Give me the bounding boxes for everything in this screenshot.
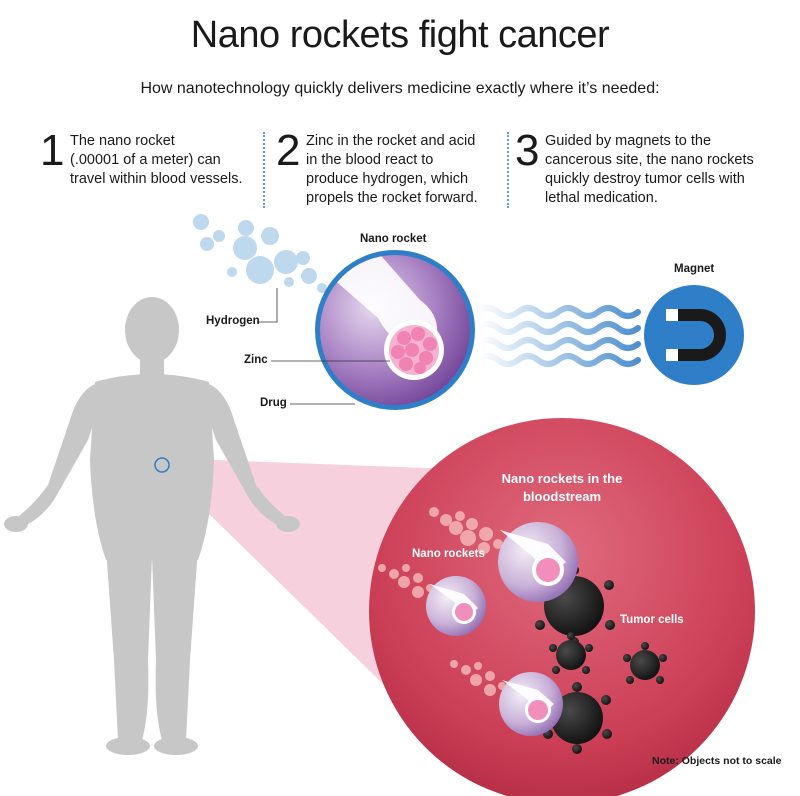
step-line: produce hydrogen, which <box>306 171 469 187</box>
zinc-particles <box>391 327 437 374</box>
focus-marker-icon <box>154 457 170 473</box>
hydrogen-bubbles <box>193 214 327 293</box>
step-text: The nano rocket (.00001 of a meter) can … <box>70 132 242 189</box>
tumor-cell <box>549 632 593 674</box>
step-line: (.00001 of a meter) can <box>70 152 221 168</box>
step-text: Guided by magnets to the cancerous site,… <box>545 132 754 208</box>
step-number: 3 <box>515 126 540 175</box>
nano-rocket-small <box>498 522 578 602</box>
label-drug: Drug <box>260 397 287 409</box>
label-line: bloodstream <box>522 489 601 504</box>
step-line: travel within blood vessels. <box>70 171 243 187</box>
label-hydrogen: Hydrogen <box>206 315 260 327</box>
leader-lines <box>257 288 390 405</box>
step-line: Zinc in the rocket and acid <box>306 133 476 149</box>
step-line: Guided by magnets to the <box>545 133 712 149</box>
label-tumor-cells: Tumor cells <box>620 614 684 626</box>
step-number: 2 <box>276 126 301 175</box>
label-bloodstream: Nano rockets in the bloodstream <box>462 470 662 506</box>
step-line: quickly destroy tumor cells with <box>545 171 745 187</box>
label-zinc: Zinc <box>244 354 268 366</box>
step-line: in the blood react to <box>306 152 434 168</box>
label-nano-rocket: Nano rocket <box>360 233 427 245</box>
step-text: Zinc in the rocket and acid in the blood… <box>306 132 478 208</box>
magnet-icon <box>644 285 744 385</box>
step-line: cancerous site, the nano rockets <box>545 152 754 168</box>
step-divider <box>507 132 509 208</box>
step-number: 1 <box>40 126 65 175</box>
nano-rocket-small <box>426 576 486 636</box>
step-line: propels the rocket forward. <box>306 190 478 206</box>
tumor-cell <box>623 642 667 684</box>
label-nano-rockets: Nano rockets <box>412 548 485 560</box>
page-subtitle: How nanotechnology quickly delivers medi… <box>140 80 660 97</box>
step-line: The nano rocket <box>70 133 175 149</box>
note-not-to-scale: Note: Objects not to scale <box>652 755 782 767</box>
step-line: lethal medication. <box>545 190 658 206</box>
label-line: Nano rockets in the <box>501 471 623 486</box>
tumor-cell <box>543 682 612 754</box>
step-divider <box>263 132 265 208</box>
nano-rocket-large <box>315 250 475 410</box>
nano-rocket-small <box>499 672 563 736</box>
human-body-silhouette <box>4 297 300 755</box>
page-title: Nano rockets fight cancer <box>190 14 610 56</box>
magnetic-waves <box>475 305 641 367</box>
label-magnet: Magnet <box>674 263 715 275</box>
